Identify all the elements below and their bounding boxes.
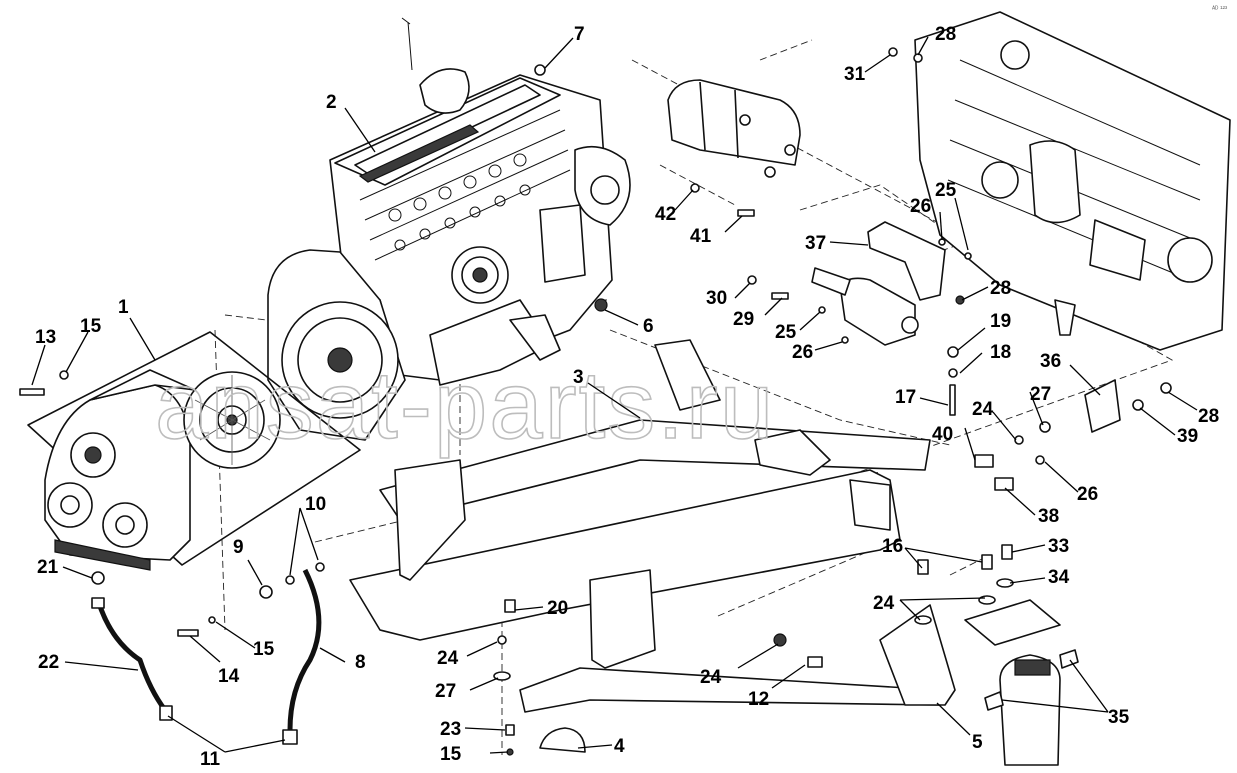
callout-24-c: 24 xyxy=(700,667,722,688)
engine-assembly xyxy=(267,17,631,441)
callout-23: 23 xyxy=(440,719,461,740)
callout-39: 39 xyxy=(1177,426,1198,447)
callout-25-b: 25 xyxy=(935,180,957,201)
callout-34: 34 xyxy=(1048,567,1070,588)
callout-10: 10 xyxy=(305,494,326,515)
callout-2: 2 xyxy=(326,92,337,113)
fasteners xyxy=(19,47,1172,756)
starter-motor xyxy=(811,221,946,346)
engine-subframe xyxy=(349,339,956,753)
callout-36: 36 xyxy=(1040,351,1061,372)
callout-5: 5 xyxy=(972,732,983,753)
callout-9: 9 xyxy=(233,537,244,558)
hoses xyxy=(91,568,322,745)
callout-27-a: 27 xyxy=(435,681,456,702)
callout-41: 41 xyxy=(690,226,712,247)
corner-code: ᴬᴰ ¹²³ xyxy=(1211,5,1228,13)
callout-24-a: 24 xyxy=(437,648,459,669)
callout-14: 14 xyxy=(218,666,240,687)
fuel-filter xyxy=(964,599,1079,766)
callout-12: 12 xyxy=(748,689,769,710)
callout-19: 19 xyxy=(990,311,1011,332)
callout-15-c: 15 xyxy=(440,744,462,765)
callout-4: 4 xyxy=(614,736,625,757)
callout-28-a: 28 xyxy=(935,24,956,45)
callout-40: 40 xyxy=(932,424,953,445)
callout-28-c: 28 xyxy=(1198,406,1219,427)
callout-15-b: 15 xyxy=(253,639,275,660)
callout-22: 22 xyxy=(38,652,59,673)
callout-38: 38 xyxy=(1038,506,1059,527)
callout-20: 20 xyxy=(547,598,568,619)
callout-6: 6 xyxy=(643,316,654,337)
callout-leaders xyxy=(31,36,1198,754)
callout-27-b: 27 xyxy=(1030,384,1051,405)
hydraulic-pump xyxy=(667,79,801,178)
callout-35: 35 xyxy=(1108,707,1130,728)
callout-1: 1 xyxy=(118,297,129,318)
callout-18: 18 xyxy=(990,342,1011,363)
callout-29: 29 xyxy=(733,309,754,330)
callout-24-d: 24 xyxy=(972,399,994,420)
engine-side-view xyxy=(914,11,1231,351)
callout-37: 37 xyxy=(805,233,826,254)
callout-21: 21 xyxy=(37,557,59,578)
watermark: ansat-parts.ru xyxy=(155,352,775,459)
callout-labels: 1 2 3 4 5 6 7 8 9 10 11 12 13 14 15 15 1… xyxy=(35,24,1219,770)
gearbox-assembly xyxy=(27,331,361,571)
callout-26-b: 26 xyxy=(910,196,931,217)
callout-26-c: 26 xyxy=(1077,484,1098,505)
callout-17: 17 xyxy=(895,387,916,408)
callout-13: 13 xyxy=(35,327,56,348)
callout-11: 11 xyxy=(200,749,221,770)
callout-28-b: 28 xyxy=(990,278,1011,299)
callout-16: 16 xyxy=(882,536,903,557)
callout-31: 31 xyxy=(844,64,866,85)
callout-25-a: 25 xyxy=(775,322,797,343)
callout-42: 42 xyxy=(655,204,676,225)
callout-24-b: 24 xyxy=(873,593,895,614)
callout-8: 8 xyxy=(355,652,366,673)
callout-26-a: 26 xyxy=(792,342,813,363)
callout-7: 7 xyxy=(574,24,585,45)
callout-15-a: 15 xyxy=(80,316,102,337)
callout-3: 3 xyxy=(573,367,584,388)
callout-30: 30 xyxy=(706,288,727,309)
callout-33: 33 xyxy=(1048,536,1069,557)
